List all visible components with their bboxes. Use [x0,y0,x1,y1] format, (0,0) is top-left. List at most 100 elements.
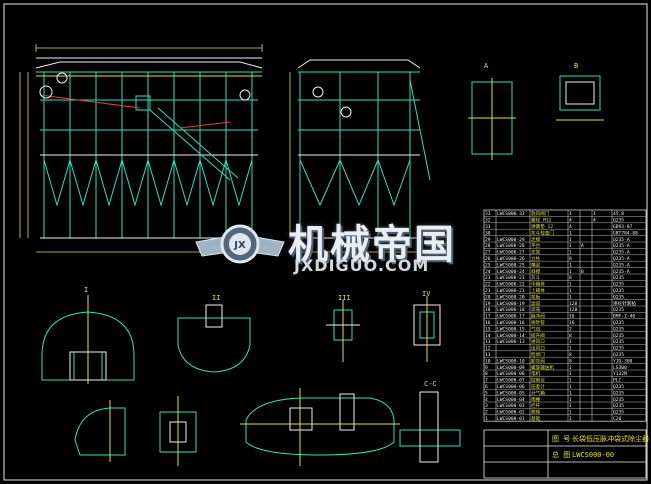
parts-table-cell: 16 [569,320,575,326]
parts-table-cell: Q235 [613,218,624,224]
parts-table-cell: 14 [485,333,491,339]
section-cc-label: C-C [424,380,437,388]
parts-table-cell: GBT784-88 [613,230,638,236]
parts-table-cell: 9 [485,365,488,371]
parts-table-cell: LWCS000-28 [497,243,525,249]
parts-table-cell: 7 [485,378,488,384]
parts-table-cell: LWCS000-33 [497,211,525,217]
detail-iii [326,300,360,362]
parts-table-cell: 4 [485,397,488,403]
parts-table-cell: LWCS000-13 [497,339,525,345]
parts-table-cell: 19 [485,301,491,307]
parts-table-cell: 11 [485,352,491,358]
parts-table-cell: LWCS000-20 [497,294,525,300]
parts-table-cell: 27 [485,250,491,256]
parts-table-cell: 1 [569,237,572,243]
detail-iv-label: IV [422,290,431,298]
titleblock-drawing-no: LWCS000-00 [572,451,614,459]
parts-table-cell: Q235 [613,390,624,396]
parts-table-cell: 13 [485,339,491,345]
parts-table-cell: 电机 [531,370,541,377]
side-elevation-view [297,59,431,239]
parts-table-cell: 花板 [531,293,541,300]
parts-table-cell: LWCS000-23 [497,275,525,281]
parts-table-cell: 3 [485,403,488,409]
parts-table-cell: 1 [569,230,572,236]
parts-table-cell: 上箱体 [531,287,545,294]
parts-table-cell: 12 [485,346,491,352]
parts-table-cell: A [581,243,584,249]
view-b-panel [556,75,604,121]
gear-wings-emblem-icon: JX [195,224,285,264]
parts-table-cell: LWCS000-10 [497,358,525,364]
parts-table-cell: 螺旋输送机 [531,364,554,371]
parts-table-cell: Q235 [613,397,624,403]
parts-table-cell: Q235 [613,288,624,294]
parts-table-cell: LWCS000-06 [497,384,525,390]
parts-table-cell: Q235-A [613,237,630,243]
parts-table-cell: 1 [485,416,488,422]
parts-table-cell: 压差计 [531,383,545,390]
parts-table-cell: 1 [569,378,572,384]
detail-iv [413,296,441,362]
parts-table-cell: LWCS000-08 [497,371,525,377]
parts-table-cell: 30 [485,230,491,236]
parts-table-cell: 4 [569,224,572,230]
parts-table-cell: Q235-A [613,243,630,249]
parts-table-cell: 4 [569,218,572,224]
parts-table-cell: 脉冲阀 [531,313,545,320]
parts-table-cell: 1 [569,346,572,352]
parts-table-cell: LWCS000-18 [497,307,525,313]
parts-table-cell: LWCS000-19 [497,301,525,307]
parts-table-cell: YJD-300 [613,358,633,364]
parts-table-cell: 1 [569,282,572,288]
detail-i-label: I [84,286,88,294]
parts-table-cell: Q235 [613,275,624,281]
parts-table-cell: 1 [569,397,572,403]
parts-table-cell: 22 [485,282,491,288]
parts-table-cell: LWCS000-09 [497,365,525,371]
parts-table-cell: 1 [569,410,572,416]
parts-table-cell: 1 [569,288,572,294]
parts-table-cell: 弹簧垫 12 [531,223,553,230]
parts-table-cell: C20 [613,416,622,422]
parts-table-cell: 滤袋 [531,300,541,307]
parts-table-cell: 控制仪 [531,377,545,384]
parts-table-cell: 卸灰阀 [531,357,545,364]
view-a-label: A [484,62,489,70]
parts-table-cell: LWCS000-21 [497,288,525,294]
parts-table-cell: 检修门 [531,351,545,358]
parts-table-cell: Q235 [613,320,624,326]
detail-v [74,400,126,462]
titleblock-title: 长袋低压脉冲袋式除尘器 [572,434,649,443]
parts-table-cell: 8 [569,358,572,364]
parts-table-cell: 8 [569,275,572,281]
side-dimensions [289,72,420,253]
parts-table-cell: 栏杆 [531,402,541,409]
parts-table-cell: Q235 [613,333,624,339]
parts-table-cell: 8 [569,352,572,358]
detail-ii [177,304,251,373]
parts-table-cell: 28 [485,243,491,249]
parts-table-cell: 31 [485,224,491,230]
parts-table-cell: 128 [569,307,578,313]
parts-table-cell: 走梯 [531,236,541,243]
parts-table-cell: 2 [485,410,488,416]
parts-table-cell: 17 [485,314,491,320]
parts-table-cell: GB93-87 [613,224,633,230]
parts-table-cell: 分气箱 [531,389,545,396]
parts-table-cell: DMF-Z-40 [613,314,635,320]
parts-table-cell: Q235 [613,352,624,358]
parts-table-cell: 1 [569,269,572,275]
parts-table-cell: 放风阀门 [531,210,550,217]
parts-table-cell: LWCS000-29 [497,237,525,243]
parts-table-cell: 26 [485,256,491,262]
parts-table-cell: 16 [485,320,491,326]
parts-table-cell: 33 [485,211,491,217]
parts-table-cell: 灰斗检查门 [531,229,554,236]
parts-table-cell: LWCS000-25 [497,262,525,268]
parts-table-cell: 1 [569,365,572,371]
parts-table-cell: 斜撑 [531,268,541,275]
parts-table-cell: B [581,269,584,275]
parts-table-cell: 8 [485,371,488,377]
